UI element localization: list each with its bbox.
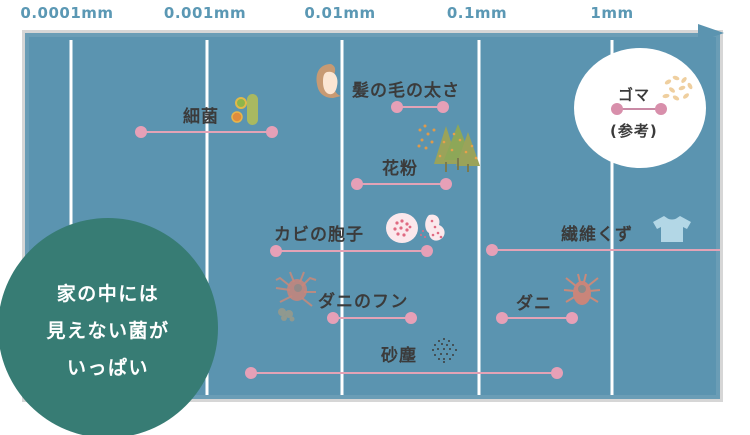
label-mite-droppings: ダニのフン — [318, 292, 409, 312]
callout-line-2: 見えない菌が — [46, 319, 170, 342]
range-start-dot — [270, 245, 282, 257]
range-start-dot — [391, 101, 403, 113]
range-end-dot — [437, 101, 449, 113]
range-start-dot — [486, 244, 498, 256]
callout-bubble: 家の中には 見えない菌が いっぱい — [0, 218, 218, 435]
range-pollen — [351, 178, 452, 190]
gridline-0.0001mm — [69, 40, 73, 395]
axis-tick-0.1mm: 0.1mm — [446, 4, 508, 22]
label-mold-spore: カビの胞子 — [274, 225, 364, 245]
label-sesame: ゴマ — [618, 86, 651, 104]
axis-arrow-icon — [698, 24, 724, 42]
gridline-0.001mm — [205, 40, 209, 395]
range-sand-dust — [245, 367, 563, 379]
range-hair — [391, 101, 449, 113]
range-sesame — [611, 103, 667, 115]
range-start-dot — [611, 103, 623, 115]
axis-tick-0.001mm: 0.001mm — [163, 4, 247, 22]
axis-tick-0.0001mm: 0.0001mm — [20, 4, 114, 22]
range-start-dot — [135, 126, 147, 138]
label-pollen: 花粉 — [382, 159, 418, 179]
mite-droppings-icon — [275, 271, 317, 322]
range-bacteria — [135, 126, 278, 138]
range-end-dot — [551, 367, 563, 379]
gridline-0.1mm — [477, 40, 481, 395]
tshirt-icon — [653, 216, 691, 242]
gridline-1mm — [610, 40, 614, 395]
pollen-tree-icon — [417, 124, 480, 172]
label-reference-note: (参考) — [610, 122, 658, 140]
axis-tick-0.01mm: 0.01mm — [304, 4, 376, 22]
label-mite: ダニ — [516, 294, 552, 314]
range-start-dot — [351, 178, 363, 190]
range-start-dot — [245, 367, 257, 379]
range-mite — [496, 312, 578, 324]
label-hair-thickness: 髪の毛の太さ — [352, 81, 460, 101]
callout-line-3: いっぱい — [66, 356, 149, 379]
range-end-dot — [566, 312, 578, 324]
sand-dust-icon — [432, 338, 457, 363]
range-end-dot — [440, 178, 452, 190]
label-bacteria: 細菌 — [183, 107, 219, 127]
range-end-dot — [421, 245, 433, 257]
axis-tick-1mm: 1mm — [590, 4, 634, 22]
range-fiber-lint — [486, 244, 720, 256]
callout-line-1: 家の中には — [56, 282, 160, 305]
gridline-0.01mm — [340, 40, 344, 395]
range-mite-droppings — [327, 312, 417, 324]
bacteria-icon — [231, 94, 258, 125]
hair-face-icon — [316, 64, 341, 98]
sesame-seeds-icon — [662, 75, 693, 101]
range-end-dot — [405, 312, 417, 324]
range-end-dot — [655, 103, 667, 115]
label-sand-dust: 砂塵 — [381, 346, 417, 366]
mite-icon — [563, 273, 601, 305]
range-mold-spore — [270, 245, 433, 257]
range-end-dot — [266, 126, 278, 138]
range-start-dot — [496, 312, 508, 324]
range-start-dot — [327, 312, 339, 324]
label-fiber-lint: 繊維くず — [561, 225, 633, 245]
mold-spore-icon — [386, 213, 445, 243]
